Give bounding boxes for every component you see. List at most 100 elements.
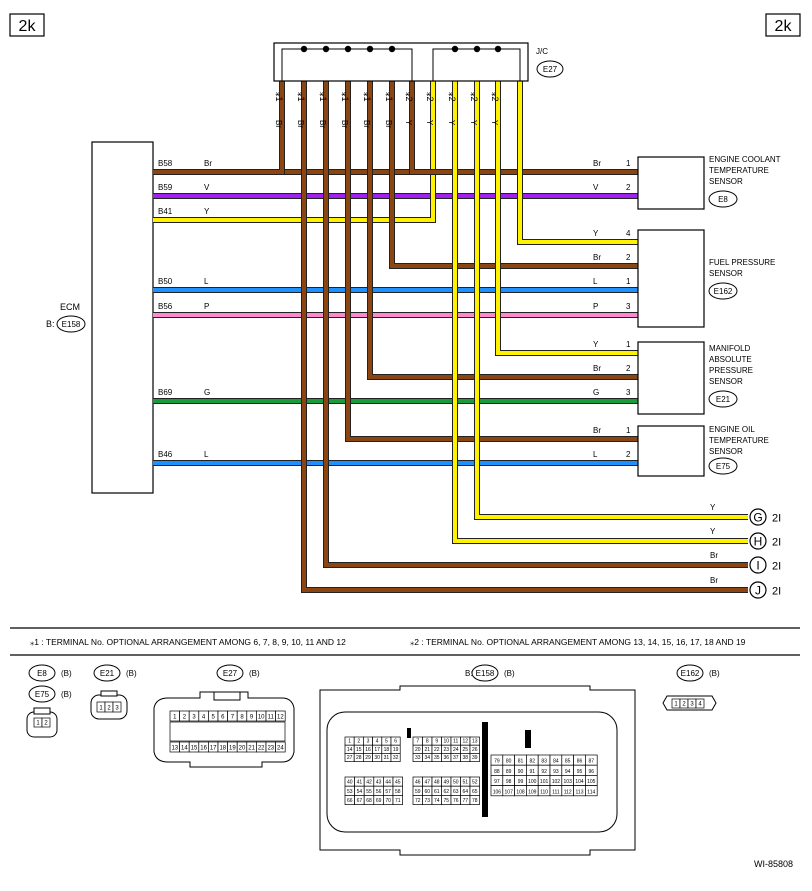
e158-block3-pin-label: 108 [516,789,525,795]
jc-pin-wire: Y [404,120,413,126]
note-2: ⁎2 : TERMINAL No. OPTIONAL ARRANGEMENT A… [410,637,746,647]
jc-junction-dot [494,45,502,53]
ecm-pin-number: B56 [158,302,173,311]
sensor-pin-wire: Br [593,159,601,168]
e158-block2-pin-label: 13 [472,739,478,745]
connector-view-name: E75 [35,690,50,699]
jc-pin-wire: Y [447,120,456,126]
e158-block2-pin-label: 10 [443,739,449,745]
sensor-name-E21: MANIFOLD [709,344,751,353]
e27-pin-label: 8 [240,715,244,721]
e158-block2-pin-label: 35 [434,755,440,761]
jc-pin-wire: Y [490,120,499,126]
e158-block2-pin-label: 24 [453,747,459,753]
jc-pin-mark: ⁎1 [274,92,284,102]
e158-block1-pin-label: 17 [374,747,380,753]
offpage-ref: 2I [772,537,781,549]
page-label-left: 2k [19,18,37,35]
e158-block2-pin-label: 23 [443,747,449,753]
sensor-pin-number: 2 [626,364,631,373]
offpage-letter: H [754,535,763,549]
e158-block4-pin-label: 42 [366,780,372,786]
jc-pin-wire: Br [362,120,371,128]
e158-block2-pin [469,753,480,762]
ecm-pin-wire: Br [204,159,212,168]
jc-pin-mark: ⁎1 [384,92,394,102]
e158-block2-pin-label: 38 [462,755,468,761]
note-1: ⁎1 : TERMINAL No. OPTIONAL ARRANGEMENT A… [30,637,346,647]
offpage-wire: Br [710,576,718,585]
e158-block4-pin-label: 56 [376,789,382,795]
offpage-letter: G [753,511,762,525]
e158-block3-pin-label: 109 [528,789,537,795]
connector-view-tag: (B) [504,669,515,678]
jc-junction-dots [300,45,502,53]
e27-pin-label: 18 [219,746,226,752]
e158-block3-pin-label: 96 [589,769,595,775]
e27-pin-label: 5 [212,715,216,721]
connector-view-name: E27 [223,669,238,678]
e158-block3-pin-label: 100 [528,779,537,785]
jc-pin-wire: Br [318,120,327,128]
e158-block1-pin-label: 6 [394,739,397,745]
sensor-connector-E8: E8 [718,195,728,204]
e158-block3-pin-label: 83 [541,759,547,765]
ecm-pin-number: B59 [158,183,173,192]
jc-pin-mark: ⁎2 [447,92,457,102]
e158-key [525,730,531,748]
e158-block2-pin-label: 25 [462,747,468,753]
connector-view-oval [28,685,56,703]
e158-block3-pin-label: 87 [589,759,595,765]
e158-block3-pin-label: 103 [564,779,573,785]
e162-pin-label: 4 [698,702,702,708]
e158-block1-pin-label: 29 [365,755,371,761]
e27-pin-label: 17 [210,746,217,752]
jc-to-map-2 [368,60,638,379]
ecm-pin-number: B58 [158,159,173,168]
e162-pin-label: 3 [690,702,694,708]
e158-block5-pin-label: 62 [443,789,449,795]
sensor-pin-wire: L [593,450,598,459]
sensor-pin-wire: Br [593,364,601,373]
jc-col1-to-b58-outline [153,60,285,175]
e27-pin-label: 19 [229,746,236,752]
ecm-connector-oval [56,315,86,333]
e162-pin [695,698,705,709]
offpage-circle [749,556,767,574]
e158-block2-pin-label: 7 [416,739,419,745]
e158-block4-pin-label: 69 [376,798,382,804]
offpage-circle [749,581,767,599]
e21-pin-label: 1 [99,706,103,712]
e158-block1-pin-label: 1 [348,739,351,745]
e21-pin-label: 3 [115,706,119,712]
sensor-connector-oval [708,190,738,208]
connector-view-name: E8 [37,669,47,678]
sensor-box-E8 [637,156,705,210]
e158-block1-pin-label: 3 [367,739,370,745]
e158-block5-pin-label: 49 [443,780,449,786]
e158-block5-pin-label: 51 [462,780,468,786]
sensor-name-E21: ABSOLUTE [709,355,752,364]
e158-block2-pin-label: 26 [472,747,478,753]
e158-block4-pin-label: 43 [376,780,382,786]
e158-block5-pin-label: 64 [462,789,468,795]
jc-to-fps-4 [518,60,638,244]
e158-block3-pin-label: 80 [506,759,512,765]
sensor-pin-wire: Y [593,229,599,238]
e158-block2-pin-label: 34 [424,755,430,761]
figure-id: WI-85808 [754,859,793,869]
sensor-pin-number: 3 [626,388,631,397]
sensor-pin-wire: L [593,277,598,286]
e158-block3-pin-label: 90 [518,769,524,775]
e27-body [169,721,286,742]
jc-junction-dot [344,45,352,53]
e158-block3-pin-label: 106 [493,789,502,795]
e27-pin-label: 22 [258,746,265,752]
jc-junction-dot [451,45,459,53]
offpage-letter: J [755,584,761,598]
e158-block3-pin-label: 86 [577,759,583,765]
e8-latch [33,707,51,715]
e158-block4-pin-label: 40 [347,780,353,786]
jc-pin-wire: Y [469,120,478,126]
